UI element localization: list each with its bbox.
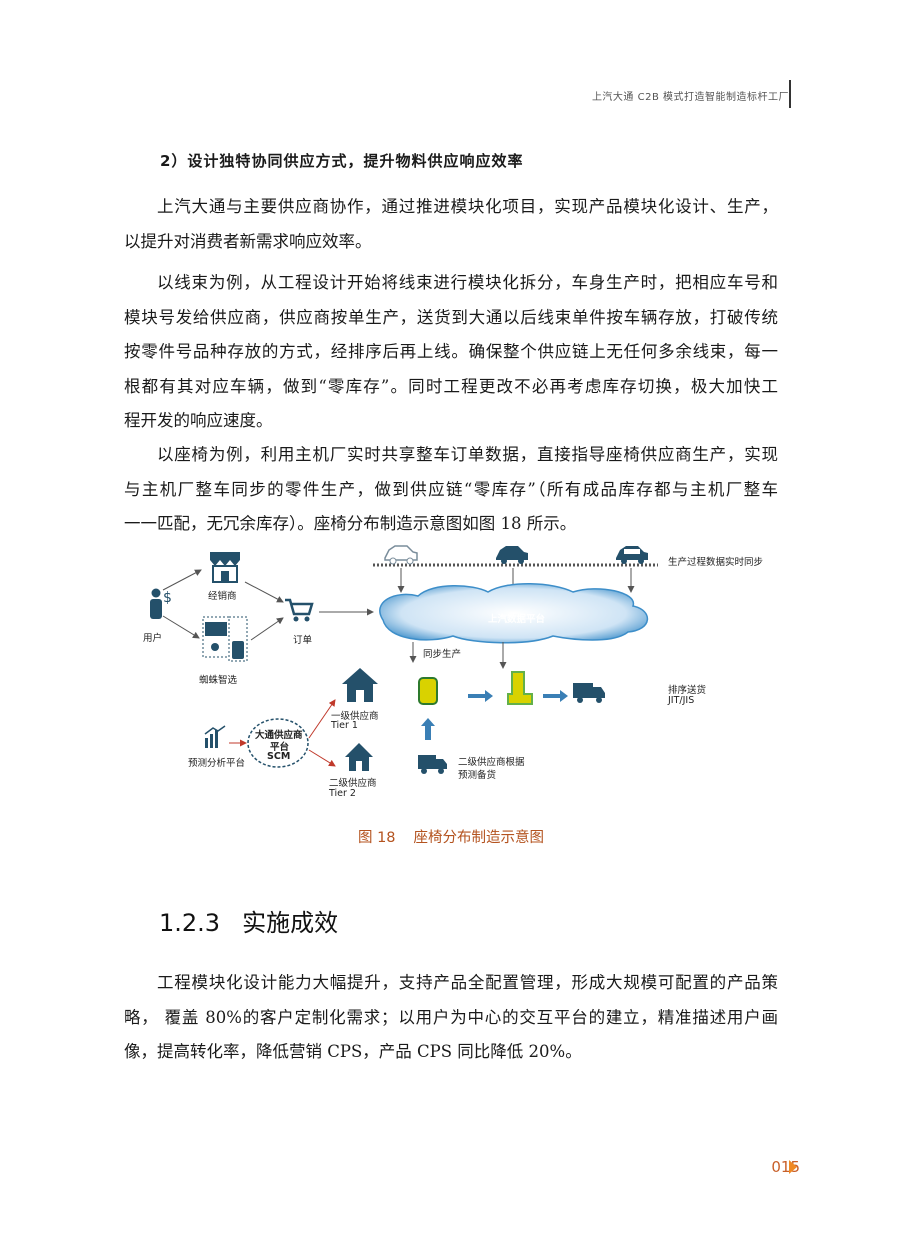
scm-label-2: 平台 (270, 742, 290, 753)
seat-distribution-diagram: $ (133, 540, 793, 808)
paragraph-line: 按零件号品种存放的方式，经排序后再上线。确保整个供应链上无任何多余线束，每一 (124, 342, 778, 361)
paragraph-line: 一一匹配，无冗余库存）。座椅分布制造示意图如图 18 所示。 (124, 514, 577, 533)
paragraph-line: 模块号发给供应商，供应商按单生产，送货到大通以后线束单件按车辆存放，打破传统 (124, 307, 778, 327)
data-platform-label: 上汽数据平台 (488, 614, 546, 625)
paragraph-line: 以提升对消费者新需求响应效率。 (124, 231, 372, 251)
sequence-label-1: 排序送货 (668, 685, 707, 696)
devices-icon (202, 616, 248, 662)
second-tier-note-1: 二级供应商根据 (458, 757, 525, 768)
diagram-graphics: $ (150, 545, 658, 774)
paragraph-4: 工程模块化设计能力大幅提升，支持产品全配置管理，形成大规模可配置的产品策 略， … (124, 966, 778, 1070)
page-arrow-icon (789, 1160, 797, 1174)
paragraph-line: 根都有其对应车辆，做到“零库存”。同时工程更改不必再考虑库存切换，极大加快工 (124, 376, 778, 396)
process-arrow (543, 690, 568, 702)
seat-icon (507, 671, 533, 705)
process-arrow (468, 690, 493, 702)
user-label: 用户 (143, 633, 163, 644)
second-tier-note-2: 预测备货 (458, 770, 497, 781)
figure-caption-text: 座椅分布制造示意图 (413, 830, 545, 846)
order-label: 订单 (293, 635, 313, 646)
truck-icon (573, 683, 605, 703)
running-header: 上汽大通 C2B 模式打造智能制造标杆工厂 (591, 92, 789, 103)
svg-text:$: $ (163, 590, 172, 606)
paragraph-line: 以座椅为例，利用主机厂实时共享整车订单数据，直接指导座椅供应商生产，实现 (157, 445, 778, 464)
subsection-heading: 2）设计独特协同供应方式，提升物料供应响应效率 (160, 152, 524, 170)
section-number: 1.2.3 (159, 909, 221, 937)
tier1-cn-label: 一级供应商 (331, 711, 379, 722)
car-icon (616, 546, 648, 564)
seat-frame-icon (418, 677, 438, 705)
car-icon (496, 546, 528, 564)
paragraph-line: 以线束为例，从工程设计开始将线束进行模块化拆分，车身生产时，把相应车号和 (157, 273, 778, 292)
dealer-label: 经销商 (208, 591, 237, 602)
figure-caption: 图 18 座椅分布制造示意图 (0, 826, 902, 847)
analytics-chart-icon (204, 725, 226, 748)
truck-icon (418, 755, 447, 774)
sequence-label-2: JIT/JIS (668, 695, 695, 706)
paragraph-line: 像，提高转化率，降低营销 CPS，产品 CPS 同比降低 20%。 (124, 1042, 582, 1061)
forecast-label: 预测分析平台 (188, 758, 246, 769)
user-icon: $ (150, 588, 172, 619)
paragraph-line: 程开发的响应速度。 (124, 411, 273, 430)
supply-up-arrow (421, 718, 435, 740)
sync-production-label: 同步生产 (423, 649, 462, 660)
paragraph-line: 工程模块化设计能力大幅提升，支持产品全配置管理，形成大规模可配置的产品策 (157, 973, 778, 992)
spider-label: 蜘蛛智选 (199, 675, 238, 686)
house-icon (342, 668, 378, 702)
paragraph-line: 上汽大通与主要供应商协作，通过推进模块化项目，实现产品模块化设计、生产， (157, 197, 778, 216)
cart-icon (285, 598, 314, 622)
scm-label-1: 大通供应商 (255, 730, 303, 741)
data-platform-cloud (379, 583, 649, 644)
paragraph-2: 以线束为例，从工程设计开始将线束进行模块化拆分，车身生产时，把相应车号和 模块号… (124, 266, 778, 439)
paragraph-1: 上汽大通与主要供应商协作，通过推进模块化项目，实现产品模块化设计、生产， 以提升… (124, 190, 778, 259)
shop-icon (210, 552, 240, 583)
figure-number: 图 18 (357, 830, 396, 846)
section-title-text: 实施成效 (242, 909, 339, 937)
paragraph-3: 以座椅为例，利用主机厂实时共享整车订单数据，直接指导座椅供应商生产，实现 与主机… (124, 438, 778, 542)
car-outline-icon (384, 545, 418, 565)
section-title: 1.2.3 实施成效 (159, 903, 338, 938)
tier1-en-label: Tier 1 (331, 720, 358, 731)
tier2-cn-label: 二级供应商 (329, 778, 377, 789)
tier2-en-label: Tier 2 (329, 788, 356, 799)
header-rule (789, 80, 791, 108)
scm-label-3: SCM (267, 751, 291, 762)
house-icon (345, 743, 373, 771)
sync-realtime-label: 生产过程数据实时同步 (668, 557, 764, 568)
paragraph-line: 略， 覆盖 80%的客户定制化需求；以用户为中心的交互平台的建立，精准描述用户画 (124, 1007, 778, 1027)
paragraph-line: 与主机厂整车同步的零件生产，做到供应链“零库存”（所有成品库存都与主机厂整车 (124, 479, 778, 499)
scm-platform-ellipse (247, 718, 309, 768)
